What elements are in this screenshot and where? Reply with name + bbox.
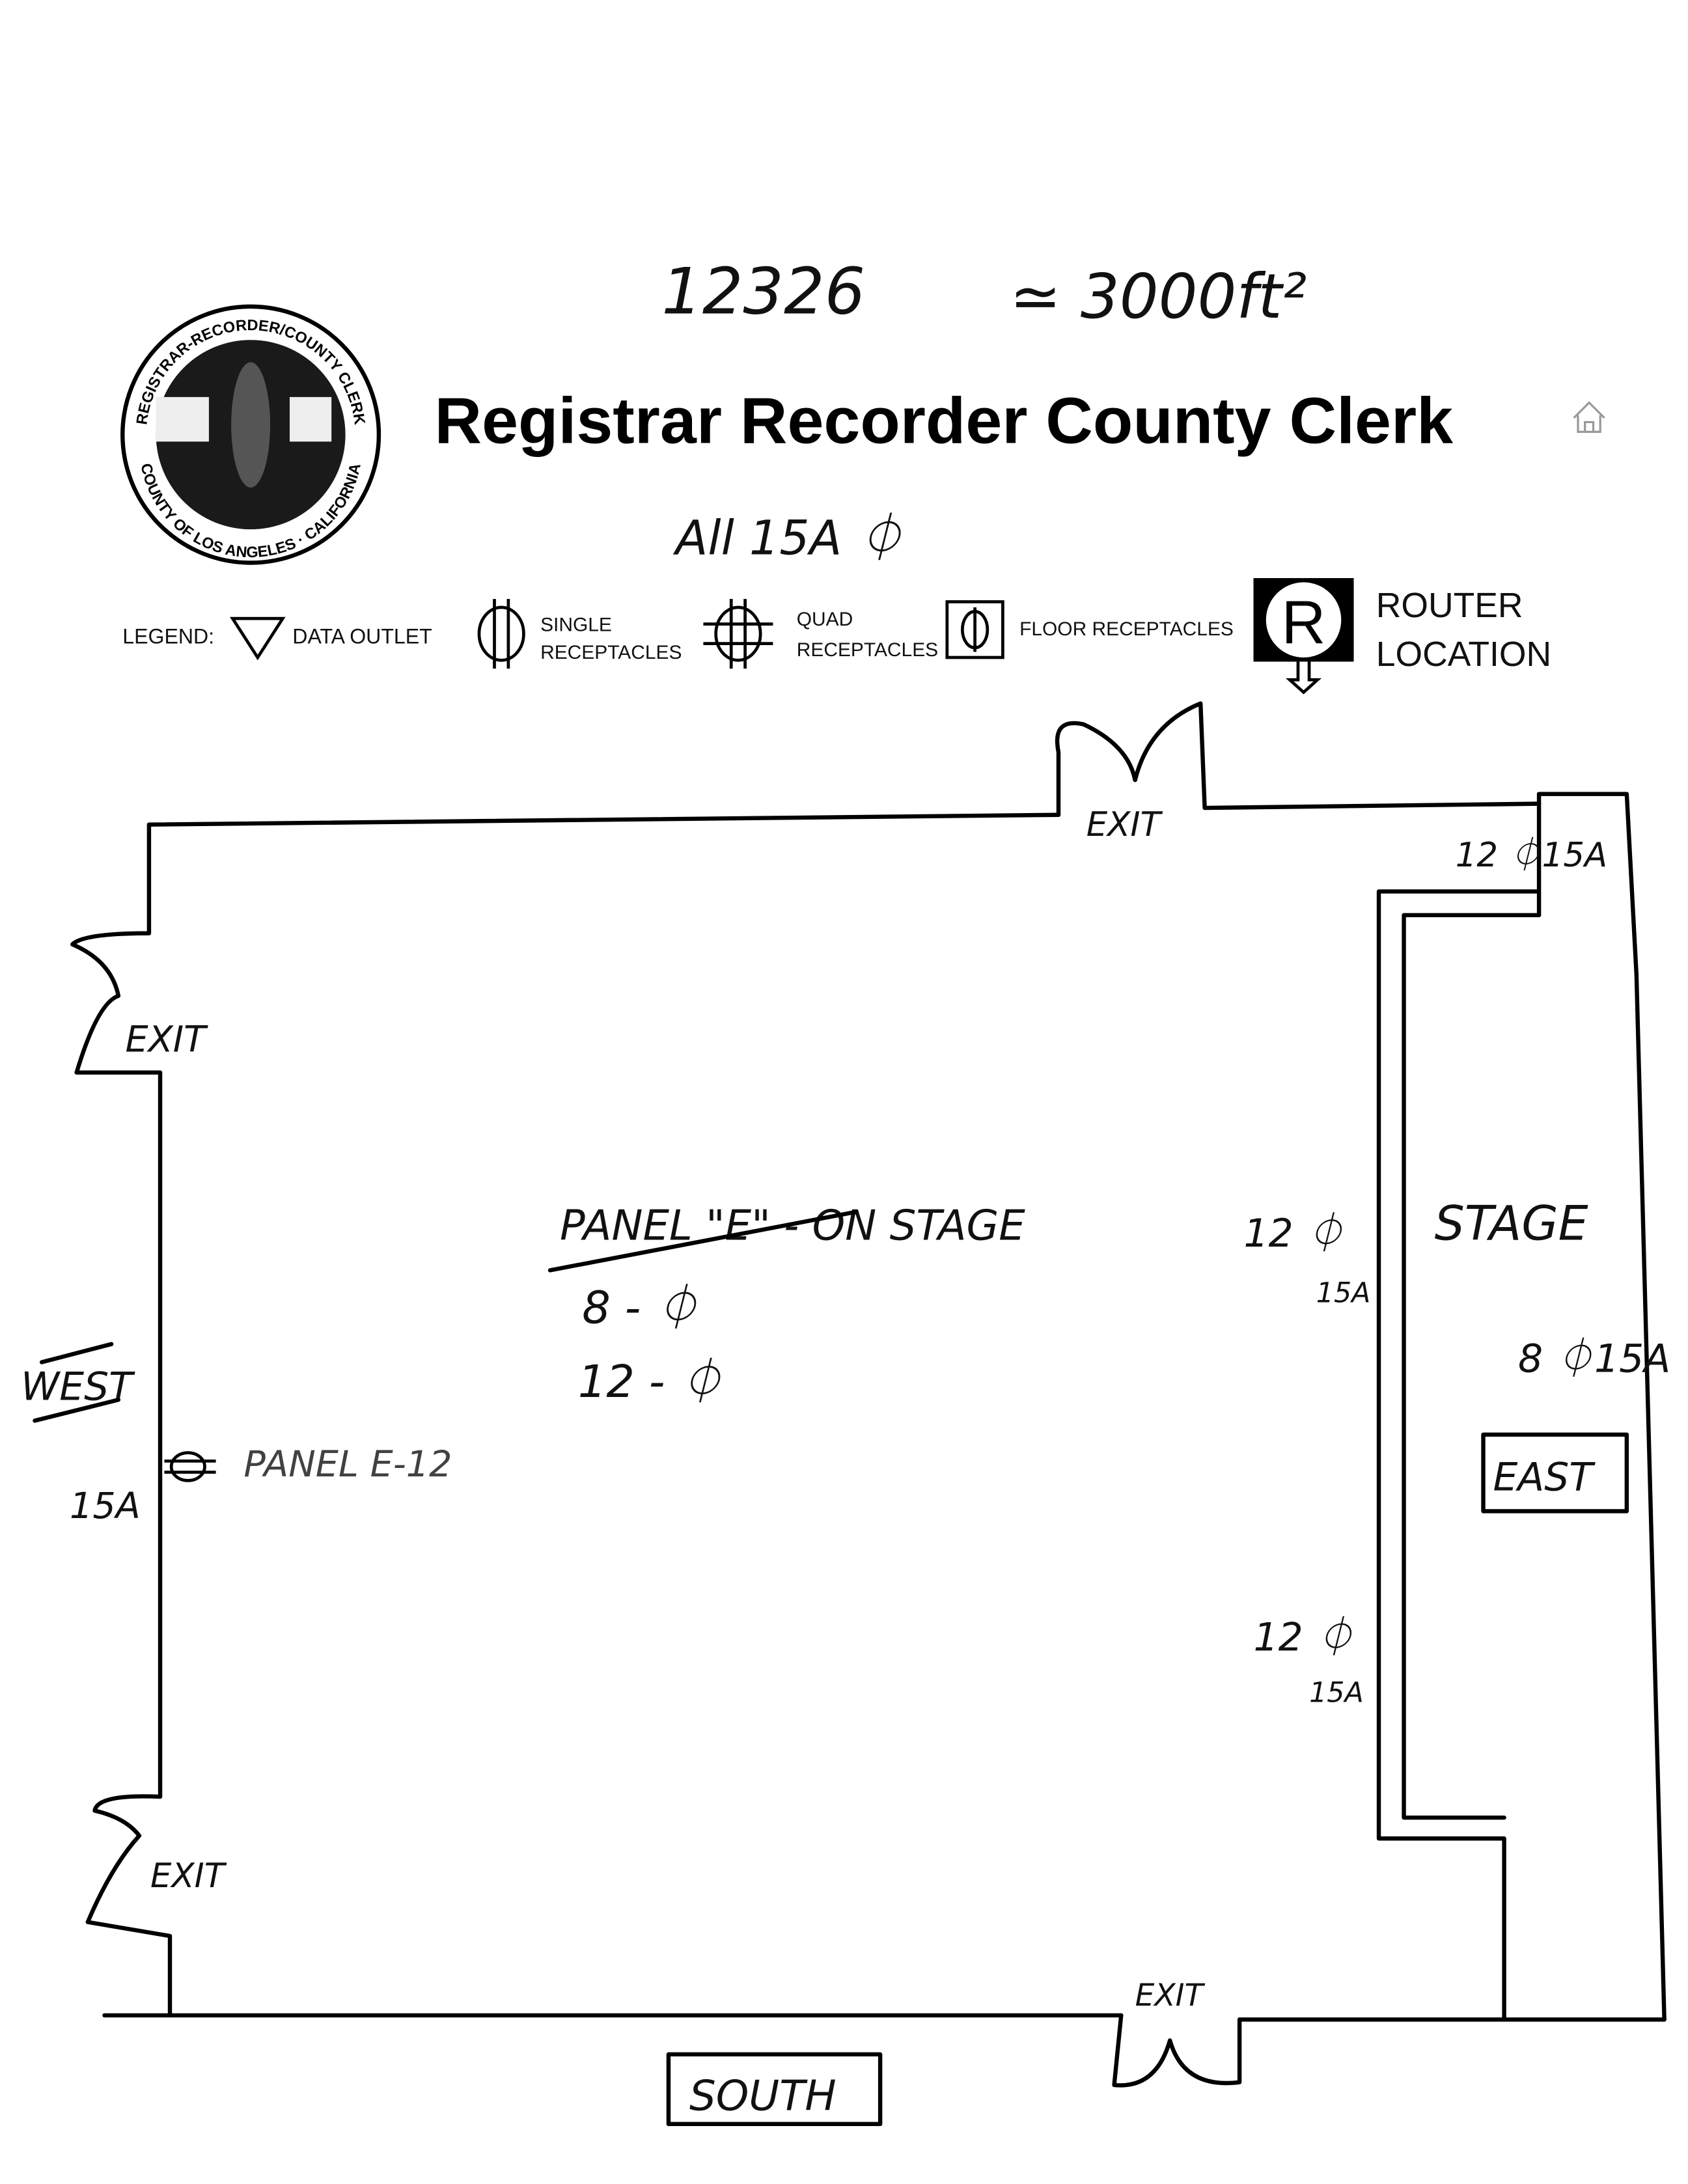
single-receptacle-icon xyxy=(164,1451,216,1482)
west-receptacle-amps: 15A xyxy=(70,1485,141,1527)
floor-plan-walls xyxy=(70,701,1667,2088)
east-label-box xyxy=(1481,1432,1629,1514)
exit-label-bottom: EXIT xyxy=(1135,1978,1206,2013)
svg-text:ROUTER: ROUTER xyxy=(1376,587,1523,625)
top-right-receptacle-note: 12 ⏀15A xyxy=(1456,836,1607,875)
router-location-icon: R xyxy=(1253,578,1354,695)
exit-label-top: EXIT xyxy=(1086,805,1163,844)
west-underline-top xyxy=(39,1342,114,1364)
south-label-box xyxy=(666,2052,883,2127)
panel-underline xyxy=(547,1209,859,1273)
svg-text:QUAD: QUAD xyxy=(797,609,853,630)
page-title: Registrar Recorder County Clerk xyxy=(435,385,1454,458)
svg-text:RECEPTACLES: RECEPTACLES xyxy=(540,642,682,663)
panel-line-1: 8 - ⏀ xyxy=(582,1282,699,1334)
stage-label: STAGE xyxy=(1435,1196,1588,1251)
svg-text:RECEPTACLES: RECEPTACLES xyxy=(797,639,938,661)
single-receptacle-icon xyxy=(477,599,525,669)
east-lower-receptacle-count: 12 ⏀ xyxy=(1253,1614,1354,1660)
west-label: WEST xyxy=(21,1364,135,1409)
data-outlet-icon xyxy=(229,616,286,661)
exit-label-left-upper: EXIT xyxy=(126,1018,209,1060)
svg-text:R: R xyxy=(1282,588,1326,657)
legend: LEGEND: DATA OUTLET SINGLE RECEPTACLES Q… xyxy=(122,578,1551,695)
quad-receptacle-icon xyxy=(703,599,773,669)
handwritten-number: 12326 xyxy=(661,255,865,329)
handwritten-area: ≃ 3000ft² xyxy=(1010,262,1307,333)
svg-text:DATA OUTLET: DATA OUTLET xyxy=(292,625,432,648)
exit-label-left-lower: EXIT xyxy=(150,1857,227,1896)
svg-text:SINGLE: SINGLE xyxy=(540,614,612,635)
svg-text:LOCATION: LOCATION xyxy=(1376,635,1551,674)
east-upper-receptacle-count: 12 ⏀ xyxy=(1244,1211,1345,1256)
svg-text:FLOOR RECEPTACLES: FLOOR RECEPTACLES xyxy=(1019,618,1234,640)
east-upper-receptacle-amps: 15A xyxy=(1316,1277,1371,1310)
east-lower-receptacle-amps: 15A xyxy=(1309,1677,1364,1709)
floor-receptacle-icon xyxy=(945,600,1004,659)
west-receptacle-note: PANEL E-12 xyxy=(243,1443,452,1486)
south-label: SOUTH xyxy=(689,2071,837,2120)
east-label: EAST xyxy=(1493,1454,1596,1500)
panel-line-2: 12 - ⏀ xyxy=(578,1356,724,1408)
svg-text:LEGEND:: LEGEND: xyxy=(122,625,214,648)
east-mid-receptacle-note: 8 ⏀15A xyxy=(1518,1336,1670,1382)
county-seal-logo: REGISTRAR-RECORDER/COUNTY CLERK COUNTY O… xyxy=(120,304,381,565)
handwritten-amps-note: All 15A ⏀ xyxy=(673,511,904,566)
west-underline-bottom xyxy=(33,1398,121,1423)
home-icon xyxy=(1573,401,1605,434)
